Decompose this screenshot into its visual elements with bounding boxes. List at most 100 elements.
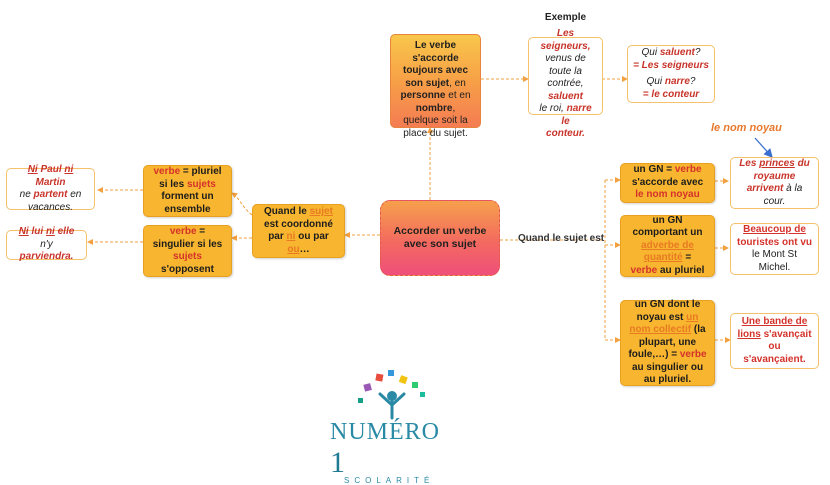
- gn-collective-example[interactable]: Une bande de lions s'avançait ou s'avanç…: [730, 313, 819, 369]
- gn-collective-node[interactable]: un GN dont le noyau est un nom collectif…: [620, 299, 715, 386]
- questions-note[interactable]: Qui saluent? = Les seigneurs Qui narre? …: [627, 45, 715, 103]
- ex2-lui: lui: [28, 226, 46, 238]
- singular-rule-node[interactable]: verbe = singulier si les sujets s'oppose…: [143, 225, 232, 277]
- ex1-partent: partent: [33, 189, 68, 200]
- gn3-collectif: nom collectif: [629, 324, 692, 336]
- gn2-verbe: verbe: [630, 264, 658, 276]
- plural-si-les: si les: [159, 178, 185, 190]
- a2: = le conteur: [642, 88, 700, 100]
- sing-sujets: sujets: [173, 251, 202, 262]
- example-saluent: saluent: [547, 90, 583, 102]
- gn1-noyau: le nom noyau: [635, 189, 700, 201]
- gn3-verbe: verbe: [679, 349, 707, 361]
- rex1-du: du: [794, 158, 810, 169]
- ex2-elle: elle: [54, 226, 75, 238]
- rex1-a-la: à la: [783, 183, 803, 194]
- rex1-cour: cour.: [763, 195, 786, 207]
- logo-digit: 1: [330, 446, 346, 479]
- ex1-en: en: [67, 189, 82, 200]
- ex2-ni-2: ni: [45, 226, 55, 238]
- coord-ou-par: ou par: [298, 231, 329, 242]
- coord-par: par: [268, 231, 284, 242]
- sing-eq: =: [196, 226, 206, 237]
- gn2-adverbe: adverbe de: [641, 239, 694, 251]
- rule-line-3: toujours avec: [402, 65, 469, 76]
- ex1-martin: Martin: [35, 176, 66, 188]
- rule-comma: , en: [449, 77, 466, 89]
- rex1-les: Les: [739, 158, 757, 169]
- gn3-pluriel: au pluriel.: [643, 374, 692, 386]
- logo-name: NUMÉRO: [330, 419, 441, 445]
- example-contree: contrée,: [547, 78, 584, 89]
- logo-figure-icon: [358, 370, 425, 420]
- gn2-eq: =: [682, 252, 692, 264]
- example-conteur: conteur.: [546, 128, 585, 139]
- rule-comma-2: ,: [452, 102, 456, 114]
- rex1-princes: princes: [759, 158, 795, 169]
- singular-example-note[interactable]: Ni lui ni elle n'y parviendra.: [6, 226, 87, 262]
- rule-line-2: s'accorde: [412, 52, 459, 64]
- rule-nombre: nombre: [415, 102, 453, 114]
- plural-example-note[interactable]: Ni Paul ni Martin ne partent en vacances…: [6, 164, 95, 213]
- coord-ou: ou: [287, 243, 300, 255]
- plural-verbe: verbe: [153, 166, 181, 177]
- central-topic-label: Accorder un verbe avec son sujet: [393, 225, 487, 250]
- rex3-avancaient: s'avançaient.: [743, 353, 806, 365]
- coord-sujet: sujet: [309, 206, 333, 217]
- rex1-royaume: royaume: [753, 170, 796, 182]
- gn-quantity-example[interactable]: Beaucoup de touristes ont vu le Mont St …: [730, 223, 819, 275]
- gn3-plupart: plupart, une: [638, 336, 697, 348]
- rex1-arrivent: arrivent: [746, 183, 784, 194]
- gn3-dont-le: un GN dont le: [634, 299, 701, 311]
- gn3-foule: foule,…) =: [628, 349, 678, 361]
- ex1-vacances: vacances.: [27, 201, 74, 213]
- rule-line-1: Le verbe: [414, 40, 457, 51]
- gn-quantity-node[interactable]: un GN comportant un adverbe de quantité …: [620, 215, 715, 277]
- connector-lines: [87, 76, 773, 343]
- nom-noyau-hint: le nom noyau: [711, 122, 782, 134]
- gn2-quantite: quantité: [643, 252, 683, 264]
- q2-qui: Qui: [646, 76, 663, 87]
- rex2-ont-vu: ont vu: [779, 236, 812, 248]
- example-line-2: venus de toute la: [545, 53, 586, 77]
- gn2-un-gn: un GN: [652, 214, 683, 226]
- coordinated-subject-node[interactable]: Quand le sujet est coordonné par ni ou p…: [252, 204, 345, 258]
- sing-verbe: verbe: [169, 226, 197, 237]
- rex2-michel: Michel.: [758, 261, 791, 273]
- plural-forment: forment un: [161, 191, 214, 202]
- gn-simple-example[interactable]: Les princes du royaume arrivent à la cou…: [730, 157, 819, 209]
- plural-ensemble: ensemble: [164, 203, 211, 215]
- ex1-ni-2: ni: [64, 164, 74, 175]
- coord-est-coordonne: est coordonné: [264, 218, 333, 230]
- rex3-avancait: s'avançait: [760, 328, 812, 340]
- rex2-mont: le Mont St: [751, 249, 798, 260]
- numero1-logo: NUMÉRO 1 SCOLARITÉ: [330, 368, 460, 485]
- gn3-singulier: au singulier ou: [631, 361, 704, 373]
- coord-ellipsis: …: [299, 243, 310, 255]
- plural-eq: = pluriel: [180, 166, 222, 177]
- q2-verb: narre: [664, 76, 690, 87]
- gn3-un: un: [686, 311, 699, 323]
- rex2-beaucoup: Beaucoup de: [743, 224, 806, 235]
- gn1-accorde: s'accorde avec: [631, 176, 704, 188]
- ex1-paul: Paul: [37, 164, 65, 175]
- rex3-lions: lions: [737, 328, 761, 340]
- gn1-un-gn: un GN =: [633, 164, 673, 176]
- rule-personne: personne: [400, 90, 446, 101]
- example-line-1: Les seigneurs,: [540, 28, 591, 52]
- plural-rule-node[interactable]: verbe = pluriel si les sujets forment un…: [143, 165, 232, 217]
- example-narre: narre le: [561, 103, 592, 127]
- gn-simple-node[interactable]: un GN = verbe s'accorde avec le nom noya…: [620, 163, 715, 203]
- coord-ni: ni: [286, 231, 296, 242]
- q2-mark: ?: [689, 76, 696, 87]
- example-note[interactable]: Exemple Les seigneurs, venus de toute la…: [528, 12, 603, 139]
- q1-qui: Qui: [641, 47, 658, 58]
- rule-line-quelque: quelque soit la: [403, 115, 468, 126]
- a1: = Les seigneurs: [633, 59, 709, 71]
- rule-line-place: place du sujet.: [403, 127, 468, 139]
- gn3-la: (la: [691, 324, 706, 336]
- central-topic[interactable]: Accorder un verbe avec son sujet: [380, 200, 500, 276]
- ex1-ne: ne: [19, 189, 31, 200]
- rule-node[interactable]: Le verbe s'accorde toujours avec son suj…: [390, 34, 481, 139]
- rex3-ou: ou: [768, 341, 781, 352]
